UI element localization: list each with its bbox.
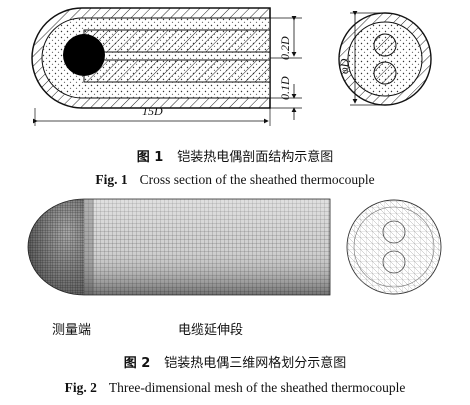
figure-1-number-cn: 图 1 [136, 150, 164, 165]
dim-label-15D: 15D [142, 104, 163, 118]
figure-1-caption-cn: 图 1 铠装热电偶剖面结构示意图 [0, 146, 470, 165]
figure-2-title-en: Three-dimensional mesh of the sheathed t… [108, 380, 406, 395]
label-cable-extension: 电缆延伸段 [178, 323, 244, 338]
figure-2-number-en: Fig. 2 [64, 380, 97, 395]
figure-1-number-en: Fig. 1 [95, 172, 128, 187]
figure-2-mesh-diagram [27, 198, 442, 296]
figure-2-caption-cn: 图 2 铠装热电偶三维网格划分示意图 [0, 352, 470, 371]
dim-label-phi-D: φD [337, 58, 351, 74]
figure-1-title-cn: 铠装热电偶剖面结构示意图 [177, 150, 334, 165]
dim-label-0-2D: 0.2D [278, 36, 292, 60]
figure-2-title-cn: 铠装热电偶三维网格划分示意图 [164, 356, 347, 371]
label-measuring-end: 测量端 [52, 323, 92, 338]
figure-2-caption-en: Fig. 2 Three-dimensional mesh of the shea… [0, 380, 470, 396]
figure-2-number-cn: 图 2 [123, 356, 151, 371]
thermo-wire-lower [83, 59, 271, 83]
thermo-wire-upper [83, 29, 271, 53]
dim-label-0-1D: 0.1D [278, 76, 292, 100]
cross-section-wire-upper [373, 33, 397, 57]
figure-1-title-en: Cross section of the sheathed thermocoup… [139, 172, 375, 187]
figure-1-caption-en: Fig. 1 Cross section of the sheathed ther… [0, 172, 470, 188]
figure-1-diagram [31, 7, 432, 126]
hot-junction [63, 34, 105, 76]
cross-section-wire-lower [373, 61, 397, 85]
